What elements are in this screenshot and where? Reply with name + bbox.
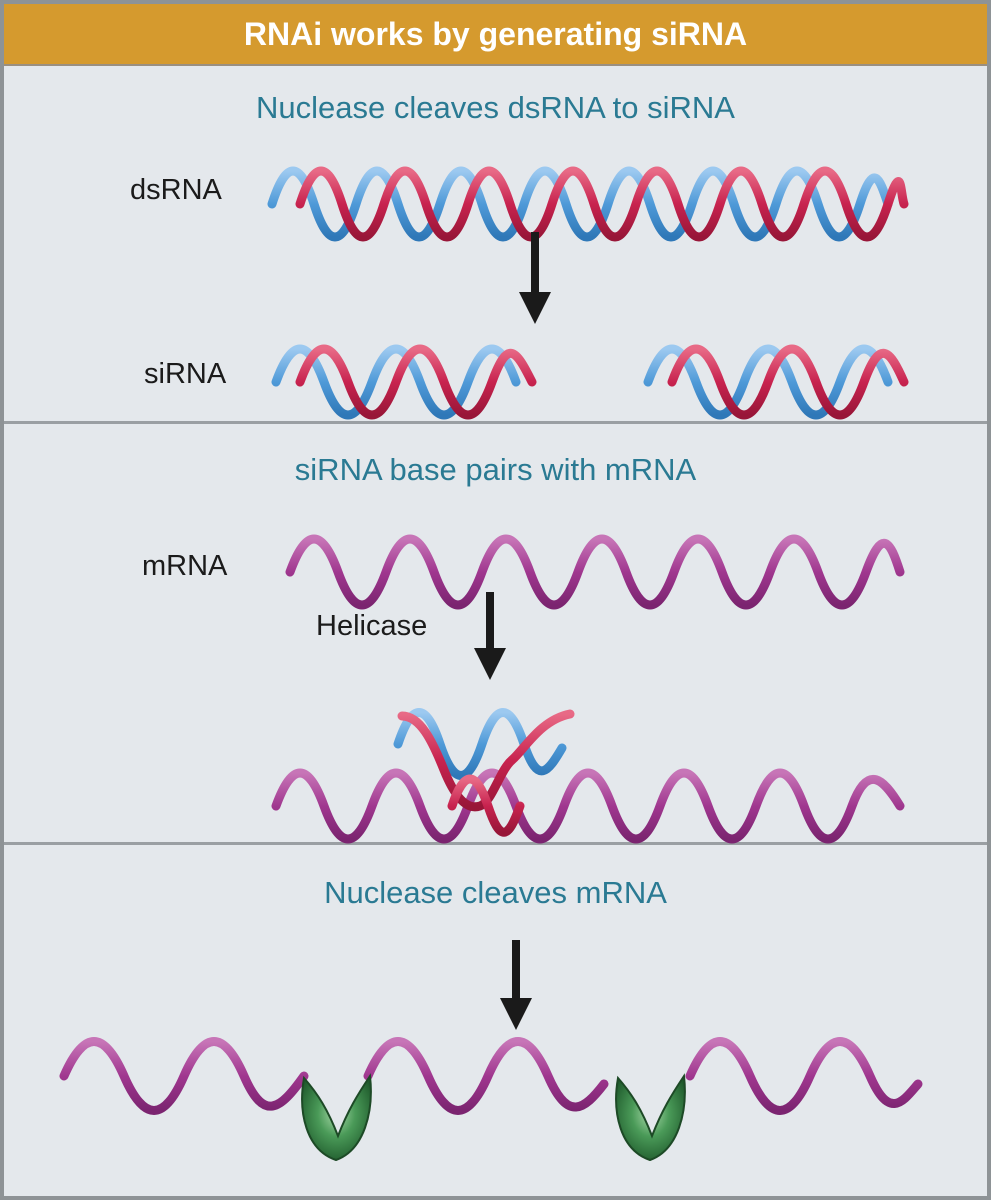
panel-divider-2: [4, 842, 987, 845]
dsrna-helix: [267, 166, 909, 242]
target-mrna-strand: [271, 768, 905, 844]
mrna-strand: [285, 534, 905, 610]
dsrna-strand-blue: [267, 166, 893, 242]
nuclease-icon: [615, 1073, 686, 1162]
mrna-fragment-left: [59, 1037, 309, 1115]
mrna-label: mRNA: [142, 550, 228, 582]
title-banner: RNAi works by generating siRNA: [4, 4, 987, 66]
sirna-bound-strand: [397, 709, 575, 812]
helicase-label: Helicase: [316, 610, 428, 642]
sirna-label: siRNA: [144, 358, 227, 390]
sirna-bound-strand-turn: [447, 774, 525, 837]
sirna-released-strand: [393, 708, 567, 780]
dsrna-strand-red: [295, 166, 909, 242]
dsrna-label: dsRNA: [130, 174, 222, 206]
nuclease-icon: [301, 1073, 372, 1162]
panel2-heading: siRNA base pairs with mRNA: [294, 452, 697, 487]
panel1-heading: Nuclease cleaves dsRNA to siRNA: [256, 90, 735, 125]
panel3-heading: Nuclease cleaves mRNA: [324, 875, 667, 910]
banner-title: RNAi works by generating siRNA: [243, 16, 748, 52]
mrna-fragment-middle: [363, 1037, 609, 1115]
sirna-fragment-left: [271, 344, 537, 420]
panel-divider-1: [4, 421, 987, 424]
sirna-fragment-right: [643, 344, 909, 420]
panel-mrna-cleavage: Nuclease cleaves mRNA: [4, 845, 987, 1196]
mrna-fragment-right: [685, 1037, 923, 1115]
panel-dsrna-cleavage: Nuclease cleaves dsRNA to siRNA dsRNA si…: [4, 66, 987, 421]
